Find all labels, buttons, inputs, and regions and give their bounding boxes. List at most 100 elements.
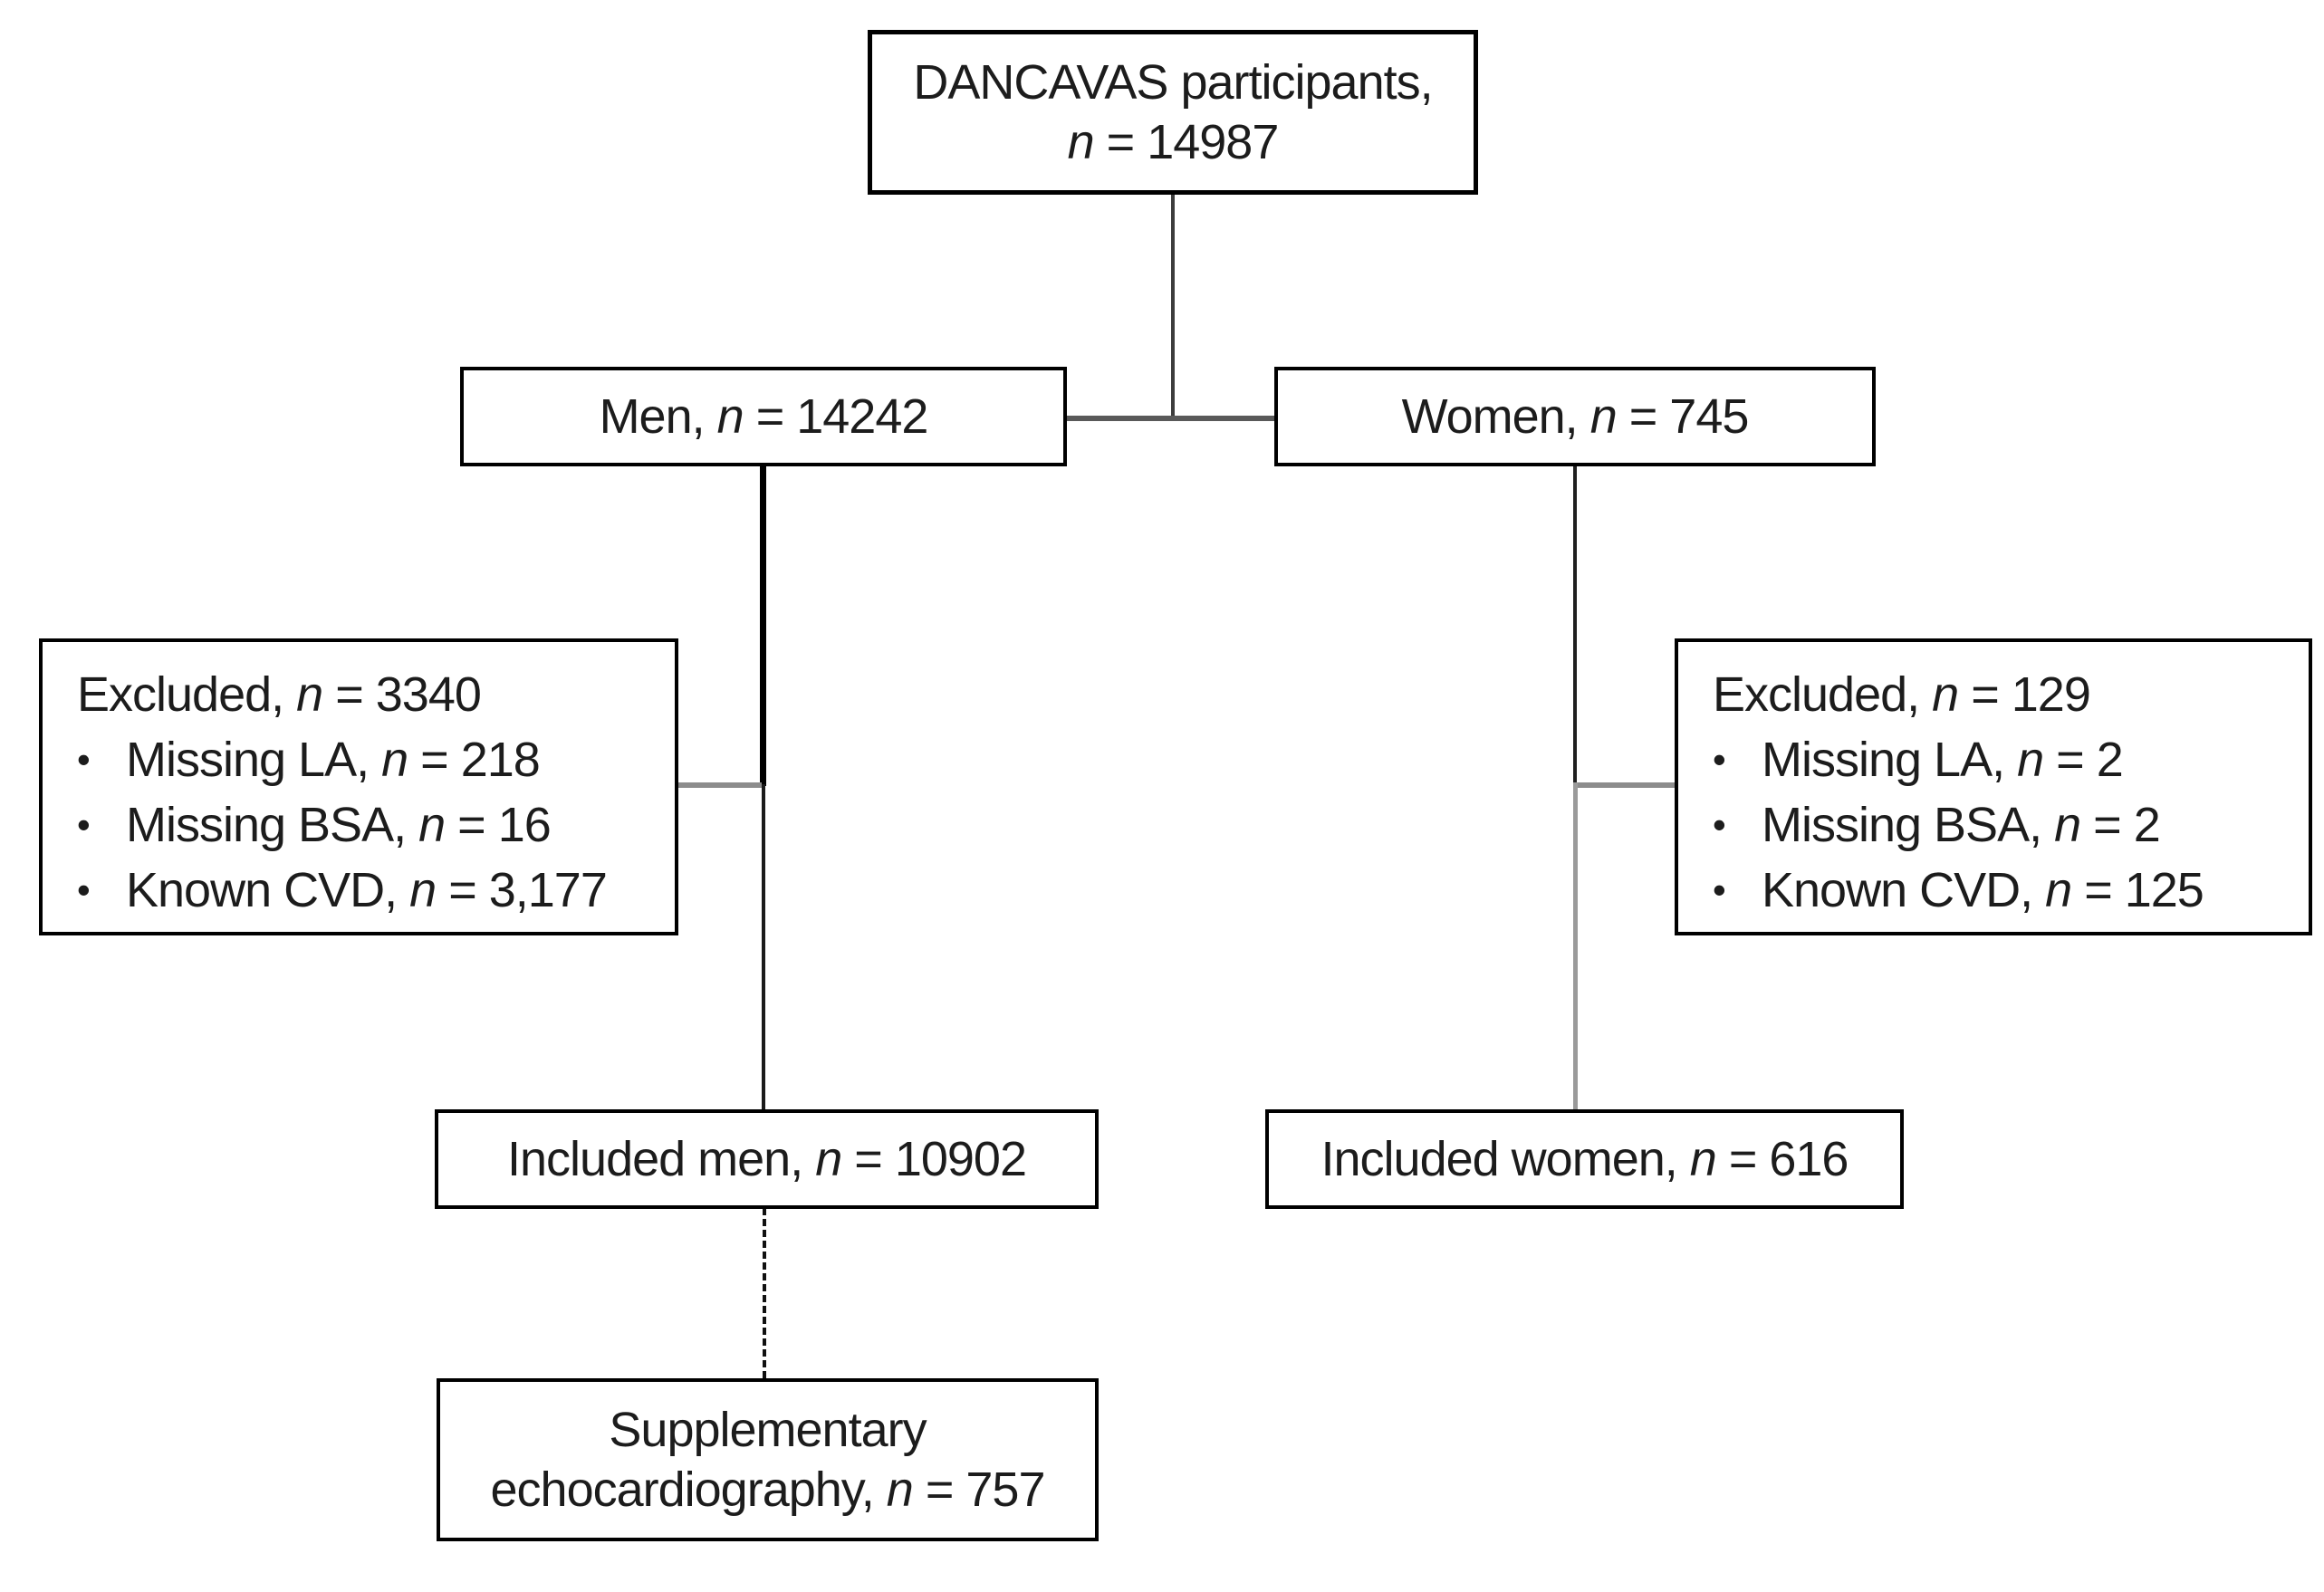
bullet-text: Missing BSA, n = 16 xyxy=(126,792,552,858)
equals-sign: = xyxy=(1616,389,1670,444)
echocardiography-label: echocardiography, xyxy=(490,1463,887,1517)
n-symbol: n xyxy=(2045,863,2072,917)
supplementary-echo-box: Supplementary echocardiography, n = 757 xyxy=(437,1378,1099,1541)
excluded-women-bullet-known-cvd: •Known CVD, n = 125 xyxy=(1678,858,2309,923)
excluded-men-bullet-missing-bsa: • Missing BSA, n = 16 xyxy=(43,792,675,858)
n-symbol: n xyxy=(886,1463,914,1517)
reason-count: 2 xyxy=(2133,798,2161,852)
reason-label: Known CVD, xyxy=(1762,863,2046,917)
equals-sign: = xyxy=(841,1132,895,1186)
excluded-women-connector-line xyxy=(1578,782,1675,788)
included-women-count: 616 xyxy=(1769,1132,1849,1186)
excluded-men-heading: Excluded, n = 3340 xyxy=(43,662,675,727)
excluded-women-count: 129 xyxy=(2011,667,2091,722)
reason-count: 2 xyxy=(2096,733,2124,787)
men-branch-line-lower xyxy=(762,784,765,1109)
women-branch-line-lower xyxy=(1573,782,1578,1109)
reason-label: Missing BSA, xyxy=(126,798,419,852)
included-women-box: Included women, n = 616 xyxy=(1265,1109,1904,1209)
reason-label: Known CVD, xyxy=(126,863,410,917)
bullet-text: Missing BSA, n = 2 xyxy=(1762,792,2161,858)
n-symbol: n xyxy=(716,389,744,444)
participants-box-line1: DANCAVAS participants, xyxy=(913,53,1433,112)
n-symbol: n xyxy=(815,1132,842,1186)
men-count: 14242 xyxy=(796,389,928,444)
bullet-text: Missing LA, n = 2 xyxy=(1762,727,2124,792)
n-symbol: n xyxy=(409,863,437,917)
supplementary-count: 757 xyxy=(965,1463,1045,1517)
equals-sign: = xyxy=(2043,733,2097,787)
gender-split-horizontal-line xyxy=(1066,416,1274,421)
equals-sign: = xyxy=(2080,798,2134,852)
n-symbol: n xyxy=(1067,115,1095,169)
included-women-label: Included women, xyxy=(1320,1132,1690,1186)
supplementary-dashed-line xyxy=(763,1208,766,1378)
excluded-men-box: Excluded, n = 3340 •Missing LA, n = 218 … xyxy=(39,638,678,935)
n-symbol: n xyxy=(2017,733,2044,787)
n-symbol: n xyxy=(2054,798,2081,852)
equals-sign: = xyxy=(436,863,489,917)
equals-sign: = xyxy=(408,733,461,787)
equals-sign: = xyxy=(743,389,797,444)
equals-sign: = xyxy=(912,1463,966,1517)
supplementary-box-line1: Supplementary xyxy=(609,1400,927,1460)
excluded-women-bullet-missing-bsa: • Missing BSA, n = 2 xyxy=(1678,792,2309,858)
participants-box-line2: n = 14987 xyxy=(1067,112,1280,172)
equals-sign: = xyxy=(1093,115,1148,169)
supplementary-label: Supplementary xyxy=(609,1403,927,1457)
equals-sign: = xyxy=(1958,667,2012,722)
excluded-label: Excluded, xyxy=(1713,667,1933,722)
men-label: Men, xyxy=(599,389,717,444)
reason-count: 3,177 xyxy=(488,863,608,917)
excluded-label: Excluded, xyxy=(77,667,297,722)
men-box: Men, n = 14242 xyxy=(460,367,1067,466)
bullet-text: Known CVD, n = 125 xyxy=(1762,858,2204,923)
women-box: Women, n = 745 xyxy=(1274,367,1876,466)
bullet-icon: • xyxy=(77,803,91,846)
n-symbol: n xyxy=(1689,1132,1717,1186)
reason-label: Missing LA, xyxy=(126,733,382,787)
participants-label: DANCAVAS participants, xyxy=(913,55,1433,110)
dancavas-participants-box: DANCAVAS participants, n = 14987 xyxy=(868,30,1478,195)
equals-sign: = xyxy=(1715,1132,1770,1186)
n-symbol: n xyxy=(296,667,323,722)
reason-count: 125 xyxy=(2124,863,2204,917)
excluded-men-connector-line xyxy=(678,782,762,788)
reason-label: Missing LA, xyxy=(1762,733,2018,787)
n-symbol: n xyxy=(1589,389,1618,444)
excluded-women-bullet-missing-la: • Missing LA, n = 2 xyxy=(1678,727,2309,792)
n-symbol: n xyxy=(381,733,408,787)
women-box-text: Women, n = 745 xyxy=(1401,387,1750,446)
bullet-text: Known CVD, n = 3,177 xyxy=(126,858,608,923)
included-men-count: 10902 xyxy=(894,1132,1027,1186)
bullet-icon: • xyxy=(1713,738,1726,781)
women-label: Women, xyxy=(1401,389,1590,444)
top-split-vertical-line xyxy=(1171,195,1175,419)
excluded-men-bullet-missing-la: • Missing LA, n = 218 xyxy=(43,727,675,792)
equals-sign: = xyxy=(322,667,376,722)
reason-count: 218 xyxy=(460,733,541,787)
reason-count: 16 xyxy=(497,798,552,852)
women-branch-line-upper xyxy=(1573,466,1577,784)
n-symbol: n xyxy=(418,798,446,852)
equals-sign: = xyxy=(445,798,498,852)
bullet-icon: • xyxy=(77,738,91,781)
bullet-icon: • xyxy=(77,868,91,911)
included-men-box: Included men, n = 10902 xyxy=(435,1109,1099,1209)
excluded-women-heading: Excluded, n = 129 xyxy=(1678,662,2309,727)
bullet-icon: • xyxy=(1713,803,1726,846)
men-box-text: Men, n = 14242 xyxy=(599,387,929,446)
women-count: 745 xyxy=(1669,389,1749,444)
included-women-text: Included women, n = 616 xyxy=(1321,1129,1849,1189)
excluded-men-bullet-known-cvd: • Known CVD, n = 3,177 xyxy=(43,858,675,923)
supplementary-box-line2: echocardiography, n = 757 xyxy=(490,1460,1046,1520)
included-men-text: Included men, n = 10902 xyxy=(507,1129,1027,1189)
bullet-text: Missing LA, n = 218 xyxy=(126,727,541,792)
reason-label: Missing BSA, xyxy=(1762,798,2055,852)
equals-sign: = xyxy=(2071,863,2125,917)
participants-count: 14987 xyxy=(1147,115,1279,169)
n-symbol: n xyxy=(1932,667,1959,722)
excluded-women-box: Excluded, n = 129 • Missing LA, n = 2 • Mi… xyxy=(1675,638,2312,935)
excluded-men-count: 3340 xyxy=(375,667,482,722)
